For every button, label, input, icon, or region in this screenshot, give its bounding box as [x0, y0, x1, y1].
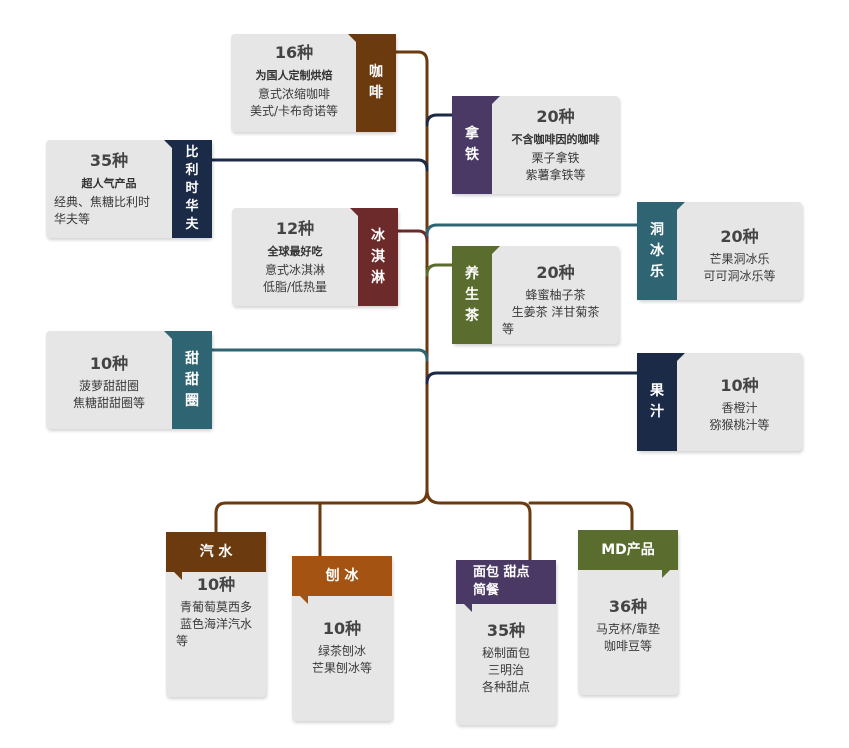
- icecream-desc-line: 低脂/低热量: [262, 280, 328, 294]
- soda-tag: 汽 水: [166, 532, 266, 572]
- frappe-tag: 洞冰乐: [637, 202, 677, 300]
- shaved-desc-line: 芒果刨冰等: [311, 661, 372, 675]
- shaved-desc-line: 绿茶刨冰: [317, 644, 366, 658]
- belgium-tag: 比利时华夫: [172, 140, 212, 238]
- juice-tag: 果汁: [637, 353, 677, 451]
- md-tag: MD产品: [578, 530, 678, 570]
- icecream-subtitle: 全球最好吃: [267, 245, 323, 258]
- belgium-subtitle: 超人气产品: [81, 177, 137, 190]
- branch-line-belgium: [210, 158, 429, 172]
- bread-count: 35种: [486, 621, 526, 640]
- belgium-tag-label: 比利时华夫: [185, 145, 199, 232]
- donut-desc-line: 菠萝甜甜圈: [78, 379, 139, 393]
- branch-line-soda: [214, 488, 429, 534]
- coffee-tag: 咖啡: [356, 34, 396, 132]
- juice-desc-line: 香橙汁: [721, 401, 758, 415]
- tea-tag: 养生茶: [452, 246, 492, 344]
- juice-tag-notch: [677, 353, 685, 361]
- latte-tag: 拿铁: [452, 96, 492, 194]
- md-desc-line: 咖啡豆等: [603, 639, 652, 653]
- belgium-desc-line: 华夫等: [54, 212, 91, 226]
- donut-desc-line: 焦糖甜甜圈等: [72, 396, 145, 410]
- frappe-count: 20种: [720, 227, 759, 246]
- md-desc-line: 马克杯/靠垫: [595, 622, 661, 636]
- branch-line-tea: [425, 263, 454, 277]
- latte-count: 20种: [536, 107, 575, 126]
- branch-line-latte: [425, 113, 454, 127]
- tea-desc-line: 生姜茶 洋甘菊茶: [511, 305, 600, 319]
- branch-line-donut: [210, 348, 429, 362]
- icecream-tag-notch: [350, 208, 358, 216]
- juice-tag-label: 果汁: [650, 383, 664, 420]
- branch-line-icecream: [396, 229, 429, 243]
- juice-count: 10种: [720, 376, 759, 395]
- bread-desc-line: 各种甜点: [481, 680, 530, 694]
- tea-tag-notch: [492, 246, 500, 254]
- coffee-desc-line: 美式/卡布奇诺等: [249, 104, 339, 118]
- frappe-desc-line: 芒果洞冰乐: [709, 252, 770, 266]
- bread-desc-line: 三明治: [487, 663, 524, 677]
- tea-count: 20种: [536, 263, 575, 282]
- icecream-tag: 冰淇淋: [358, 208, 398, 306]
- coffee-tag-notch: [348, 34, 356, 42]
- coffee-count: 16种: [274, 43, 314, 62]
- branch-line-frappe: [425, 223, 639, 237]
- md-tag-label: MD产品: [601, 542, 655, 558]
- bread-tag-label: 面包 甜点 简餐: [473, 565, 530, 598]
- coffee-subtitle: 为国人定制烘焙: [255, 69, 333, 82]
- latte-tag-notch: [492, 96, 500, 104]
- tea-desc-line: 等: [502, 322, 515, 336]
- branch-line-juice: [425, 371, 639, 385]
- soda-count: 10种: [196, 575, 236, 594]
- soda-desc-line: 蓝色海洋汽水: [179, 617, 252, 631]
- icecream-tag-label: 冰淇淋: [371, 227, 385, 286]
- frappe-tag-label: 洞冰乐: [650, 221, 664, 280]
- frappe-tag-notch: [677, 202, 685, 210]
- latte-desc-line: 栗子拿铁: [531, 151, 580, 165]
- coffee-desc-line: 意式浓缩咖啡: [257, 87, 330, 101]
- coffee-tag-label: 咖啡: [369, 64, 383, 101]
- icecream-desc-line: 意式冰淇淋: [264, 263, 325, 277]
- trunk-line: [394, 50, 532, 562]
- icecream-count: 12种: [275, 219, 315, 238]
- shaved-tag-label: 刨 冰: [325, 568, 359, 584]
- bread-tag-notch: [464, 604, 472, 612]
- donut-tag-notch: [164, 331, 172, 339]
- md-count: 36种: [608, 597, 648, 616]
- donut-tag: 甜甜圈: [172, 331, 212, 429]
- bread-desc-line: 秘制面包: [481, 646, 530, 660]
- md-tag-notch: [662, 570, 670, 578]
- tea-desc-line: 蜂蜜柚子茶: [525, 288, 586, 302]
- soda-tag-notch: [174, 572, 182, 580]
- latte-subtitle: 不含咖啡因的咖啡: [511, 133, 600, 146]
- soda-desc-line: 等: [176, 634, 189, 648]
- juice-desc-line: 猕猴桃汁等: [709, 418, 770, 432]
- tea-tag-label: 养生茶: [465, 265, 479, 324]
- shaved-count: 10种: [322, 619, 362, 638]
- bread-tag: 面包 甜点 简餐: [456, 560, 556, 604]
- belgium-count: 35种: [89, 151, 129, 170]
- latte-tag-label: 拿铁: [465, 126, 479, 163]
- shaved-tag-notch: [300, 596, 308, 604]
- shaved-tag: 刨 冰: [292, 556, 392, 596]
- donut-tag-label: 甜甜圈: [185, 350, 199, 409]
- frappe-desc-line: 可可洞冰乐等: [703, 269, 776, 283]
- latte-desc-line: 紫薯拿铁等: [525, 168, 586, 182]
- soda-tag-label: 汽 水: [199, 544, 233, 560]
- donut-count: 10种: [89, 354, 129, 373]
- soda-desc-line: 青葡萄莫西多: [179, 600, 252, 614]
- belgium-desc-line: 经典、焦糖比利时: [54, 195, 151, 209]
- belgium-tag-notch: [164, 140, 172, 148]
- branch-line-md: [528, 501, 634, 532]
